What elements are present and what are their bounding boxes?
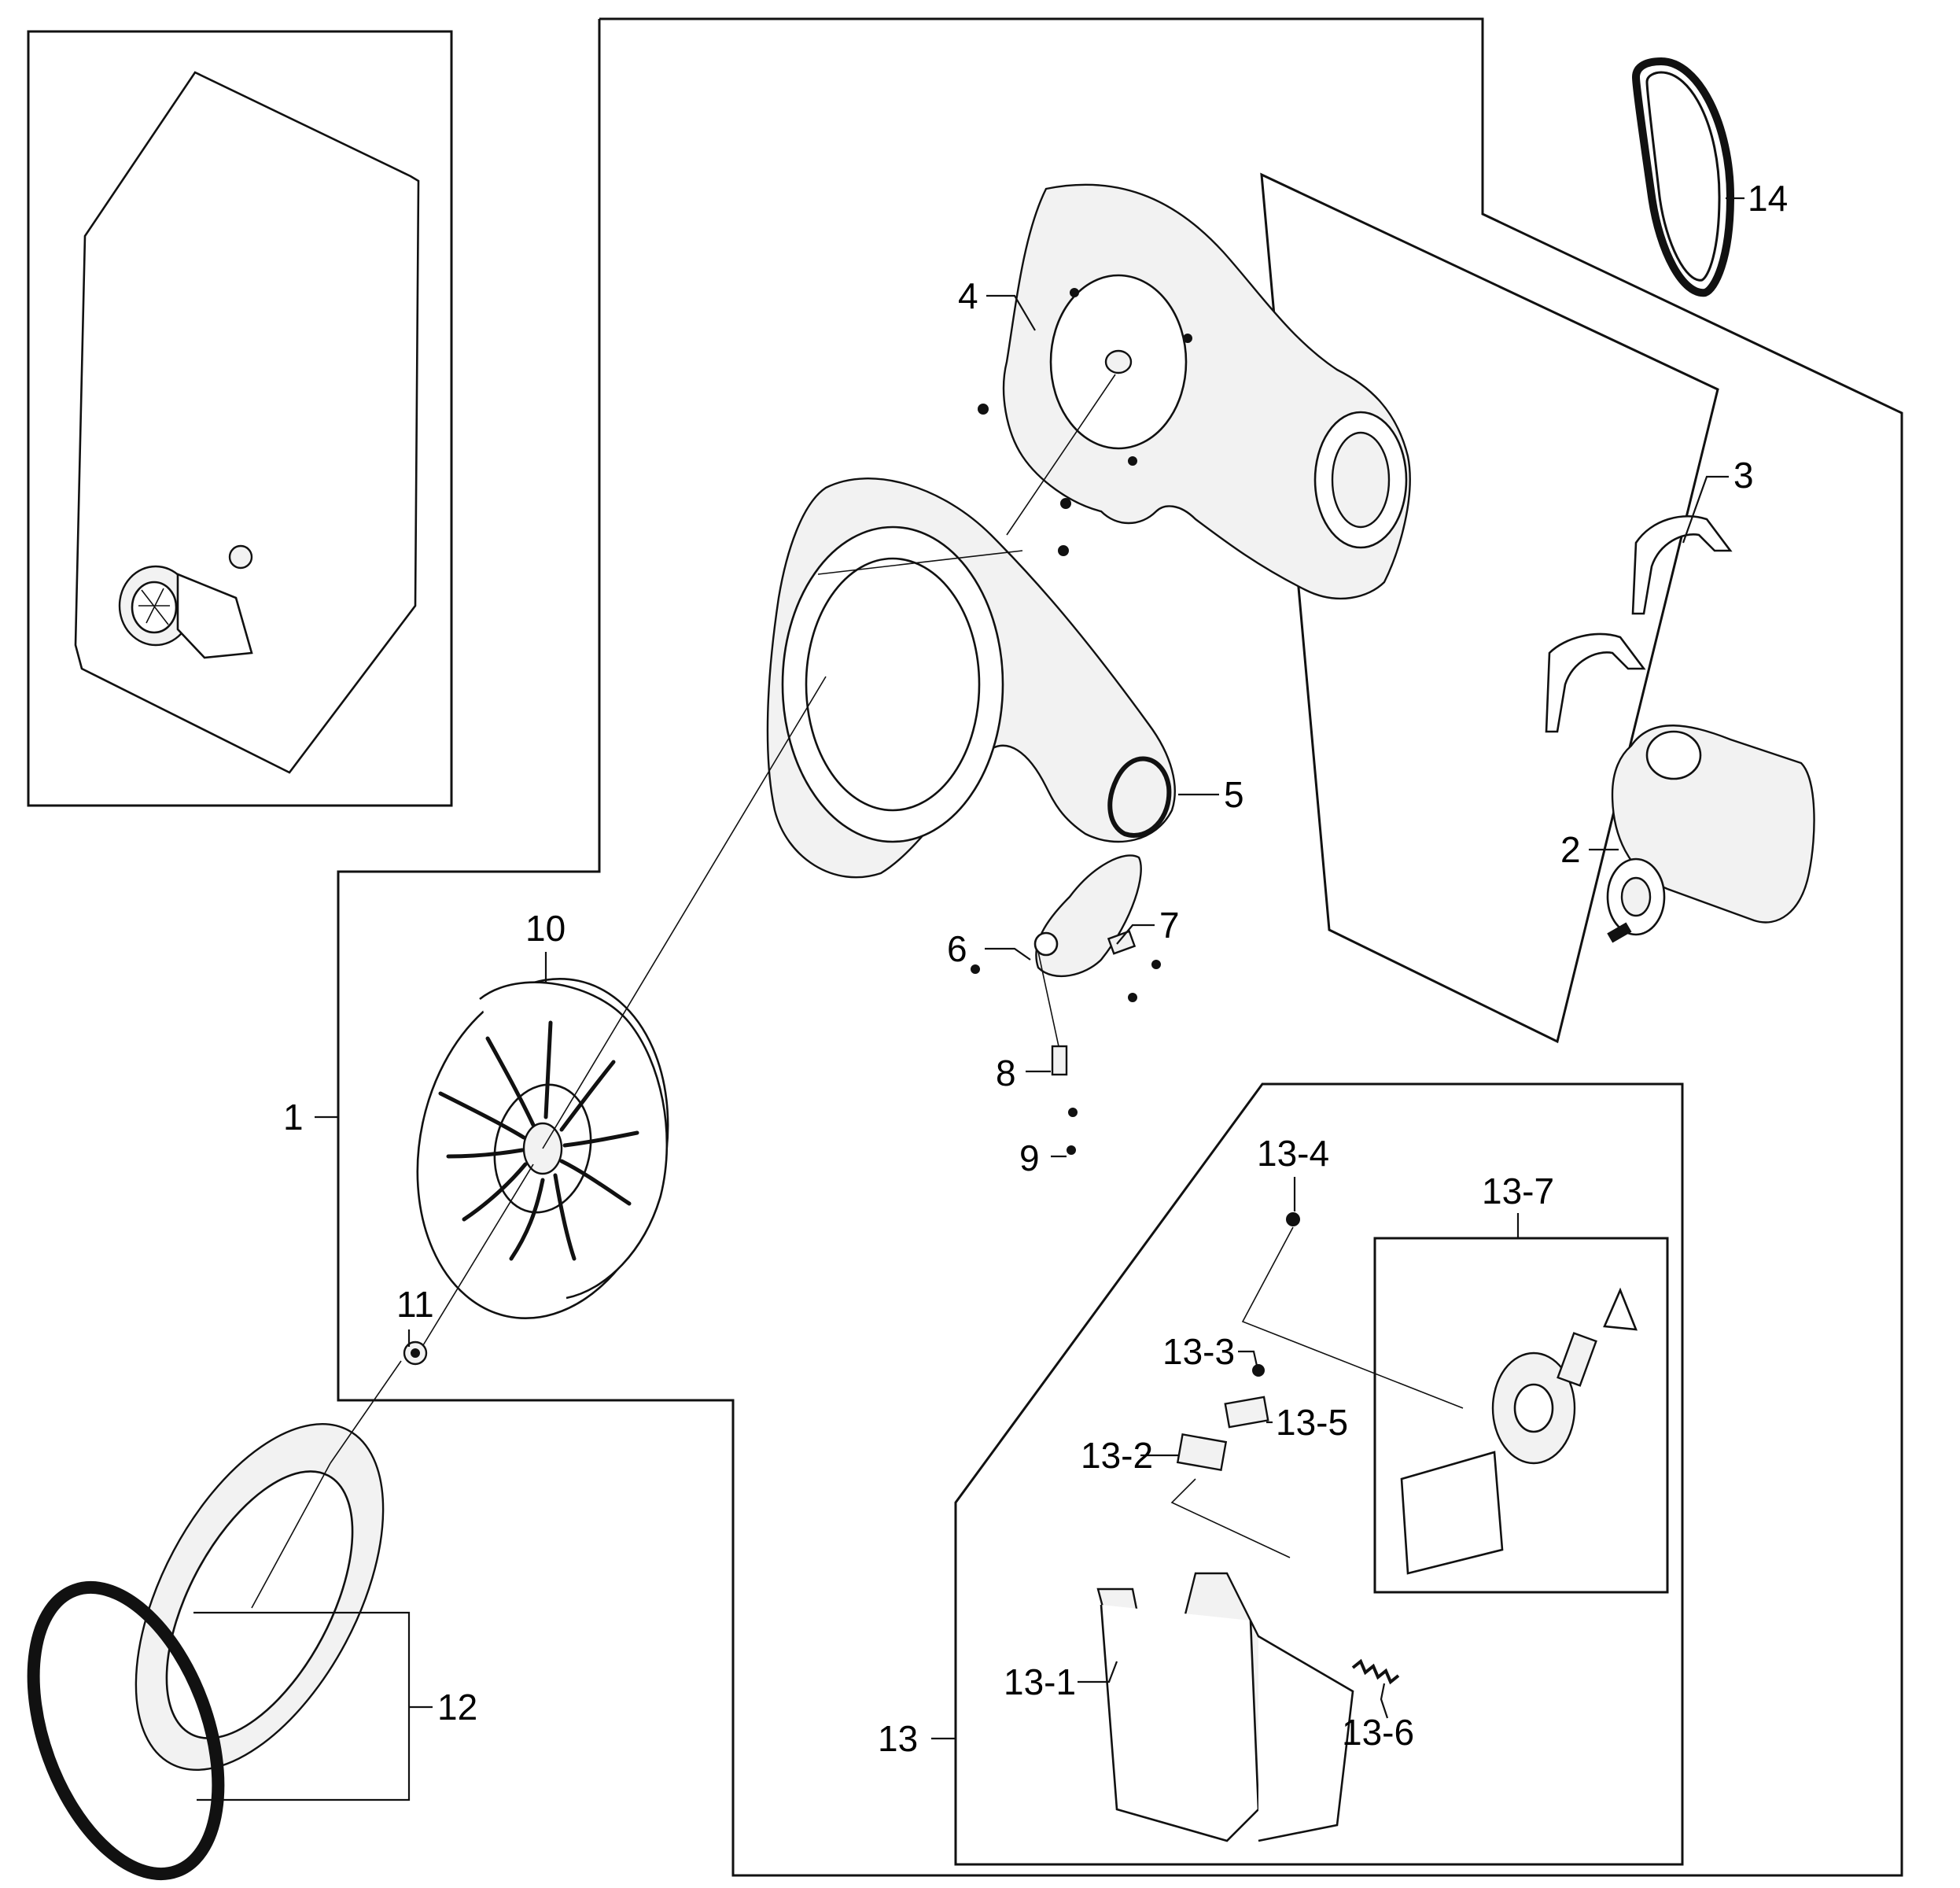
callout-leaders [193,197,1744,1801]
dryer-location-sketch [74,71,420,774]
blower-housing-rear [978,183,1411,600]
callout-13-6: 13-6 [1342,1712,1414,1753]
frame-boxes [27,17,1903,1877]
callout-13-3: 13-3 [1162,1331,1235,1372]
callout-4: 4 [958,275,978,316]
callout-13-1: 13-1 [1004,1661,1076,1702]
callout-13-5: 13-5 [1276,1402,1348,1443]
callout-14: 14 [1748,178,1788,219]
callout-7: 7 [1159,905,1180,946]
motor-box [1260,172,1719,1044]
callout-5: 5 [1224,774,1244,815]
callout-13-7: 13-7 [1482,1171,1554,1211]
callout-12: 12 [437,1687,477,1728]
thermostat-bracket-group [971,854,1161,1155]
callout-13: 13 [878,1718,918,1759]
blower-housing-front [766,478,1176,879]
callout-13-4: 13-4 [1257,1133,1329,1174]
wheel-nut [403,1163,534,1366]
callout-labels: 1 2 3 4 5 6 7 8 9 10 11 12 13 13-1 13-2 … [283,178,1788,1759]
main-outline [337,17,1903,1877]
callout-8: 8 [996,1053,1016,1093]
callout-6: 6 [947,928,967,969]
idler-box [954,1082,1684,1866]
duct-seal-ring [27,1580,225,1881]
inset-box [27,30,453,807]
callout-11: 11 [396,1284,434,1325]
duct-assembly [27,1360,402,1881]
callout-9: 9 [1019,1138,1040,1178]
blower-wheel [416,676,827,1319]
callout-3: 3 [1733,455,1754,496]
callout-2: 2 [1560,829,1581,870]
callout-10: 10 [525,908,566,949]
motor-group [1545,514,1815,943]
callout-1: 1 [283,1097,304,1138]
drum-belt [1631,57,1735,297]
callout-13-2: 13-2 [1081,1435,1153,1476]
idler-bracket-group [1096,1212,1638,1842]
idler-pulley-inner-box [1373,1237,1669,1594]
